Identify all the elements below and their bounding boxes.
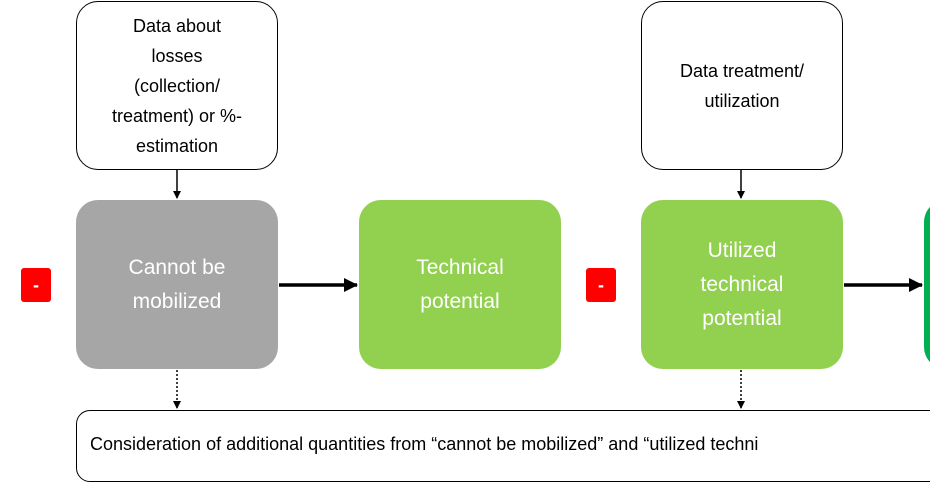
consideration-box (76, 410, 930, 482)
treatment-data-label: Data treatment/ utilization (679, 60, 805, 111)
minus-operator-2: - (586, 268, 616, 302)
technical-potential-label: Technical potential (416, 255, 504, 313)
utilized-potential-label: Utilized technical potential (700, 238, 784, 330)
technical-potential-box: Technical potential (359, 200, 561, 369)
cannot-mobilize-label: Cannot be mobilized (128, 255, 226, 313)
treatment-data-box: Data treatment/ utilization (641, 1, 843, 170)
losses-data-box: Data about losses (collection/ treatment… (76, 1, 278, 170)
consideration-label: Consideration of additional quantities f… (90, 434, 759, 454)
cannot-mobilize-box: Cannot be mobilized (76, 200, 278, 369)
utilized-potential-box: Utilized technical potential (641, 200, 843, 369)
losses-data-label: Data about losses (collection/ treatment… (111, 15, 243, 156)
minus-operator-1: - (21, 268, 51, 302)
next-stage-box-partial (924, 200, 930, 369)
